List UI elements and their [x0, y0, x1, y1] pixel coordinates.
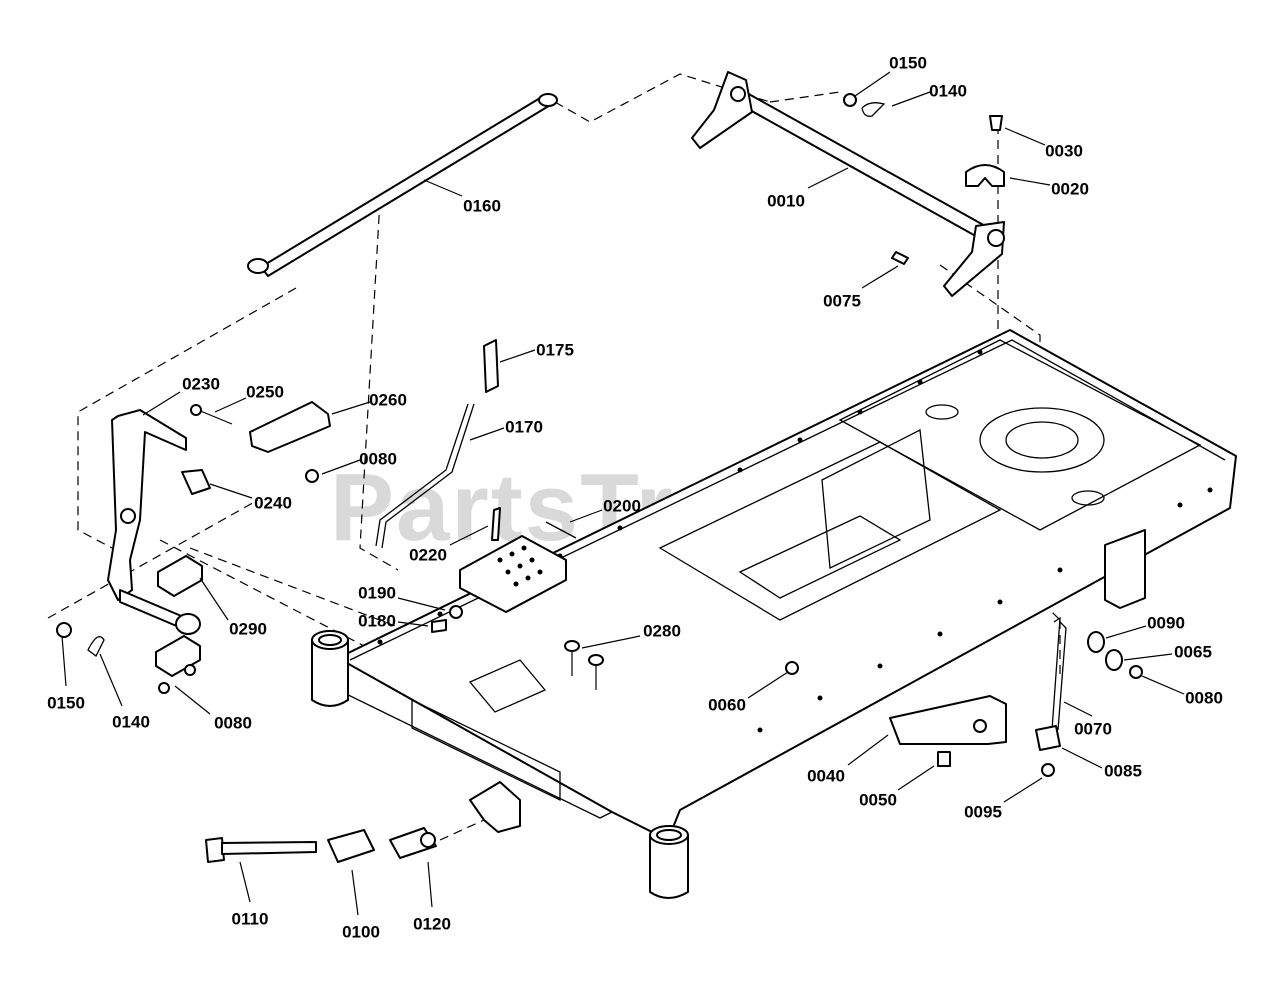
right-hardware: [1035, 616, 1143, 777]
callout-label-c0030: 0030: [1045, 141, 1083, 160]
callout-label-c0290: 0290: [229, 619, 267, 638]
callout-label-c0150b: 0150: [47, 693, 85, 712]
callout-leader-c0080a: [321, 459, 361, 475]
callout-label-c0230: 0230: [182, 374, 220, 393]
callout-label-c0065: 0065: [1174, 642, 1212, 661]
callout-leader-c0240: [209, 483, 253, 499]
lift-lever-0230: [107, 409, 211, 677]
callout-leader-c0220: [449, 525, 489, 546]
callout-leader-c0290: [199, 577, 229, 621]
callout-leader-c0150a: [854, 71, 891, 97]
callout-leader-c0110: [239, 861, 251, 903]
bolts-0280: [564, 640, 604, 690]
callout-leader-c0170: [469, 427, 505, 441]
callout-leader-c0050: [897, 765, 935, 791]
callout-label-c0080a: 0080: [359, 449, 397, 468]
callout-leader-c0040: [847, 734, 889, 766]
main-frame: [311, 329, 1237, 899]
lower-bracket-0040: [785, 661, 1007, 767]
callout-leader-c0160: [423, 179, 463, 197]
callout-leader-c0250: [214, 397, 247, 413]
callout-label-c0170: 0170: [505, 417, 543, 436]
callout-label-c0010: 0010: [767, 191, 805, 210]
callout-label-c0070: 0070: [1074, 719, 1112, 738]
callout-leader-c0090: [1105, 625, 1147, 639]
upper-hardware: [843, 93, 1005, 265]
callout-leader-c0060: [747, 671, 789, 699]
callout-leader-c0075: [861, 265, 899, 289]
callout-label-c0260: 0260: [369, 390, 407, 409]
callout-label-c0080c: 0080: [214, 713, 252, 732]
callout-label-c0160: 0160: [463, 196, 501, 215]
callout-leader-c0080b: [1141, 675, 1185, 695]
callout-label-c0140a: 0140: [929, 81, 967, 100]
callout-leader-c0095: [1003, 777, 1043, 803]
rockshaft-0010: [691, 71, 1005, 297]
callout-label-c0110: 0110: [232, 909, 269, 928]
callout-label-c0020: 0020: [1051, 179, 1089, 198]
callout-label-c0175: 0175: [536, 340, 574, 359]
callout-label-c0180: 0180: [358, 611, 396, 630]
shift-plate-assembly: [431, 507, 577, 633]
callout-label-c0060: 0060: [708, 695, 746, 714]
callout-leader-c0230: [142, 391, 181, 416]
callout-leader-c0065: [1123, 653, 1173, 661]
callout-label-c0200: 0200: [603, 496, 641, 515]
callout-label-c0280: 0280: [643, 621, 681, 640]
callout-leader-c0180: [397, 621, 429, 627]
callout-label-c0080b: 0080: [1185, 688, 1223, 707]
callout-leader-c0100: [351, 869, 359, 916]
callout-label-c0050: 0050: [859, 790, 897, 809]
callout-leader-c0085: [1061, 747, 1103, 769]
callout-leader-c0010: [807, 167, 849, 189]
callout-leader-c0150b: [61, 635, 67, 687]
callout-label-c0240: 0240: [254, 493, 292, 512]
callout-label-c0085: 0085: [1104, 761, 1142, 780]
callout-label-c0140b: 0140: [112, 712, 150, 731]
callout-leader-c0120: [427, 861, 433, 908]
callout-leader-c0175: [499, 349, 536, 363]
callout-leader-c0190: [397, 597, 446, 611]
callout-leader-c0200: [569, 509, 603, 523]
callout-label-c0220: 0220: [409, 545, 447, 564]
callout-label-c0095: 0095: [964, 802, 1002, 821]
callout-leader-c0020: [1009, 177, 1051, 186]
lower-left-hardware: [56, 622, 196, 694]
callout-leader-c0280: [581, 635, 641, 649]
callout-label-c0250: 0250: [246, 382, 284, 401]
bolt-assembly-0110: [205, 827, 437, 863]
callout-label-c0075: 0075: [823, 291, 861, 310]
callout-leader-c0140a: [891, 91, 931, 107]
callout-label-c0120: 0120: [413, 914, 451, 933]
callout-leader-c0140b: [99, 653, 123, 707]
callout-leader-c0260: [331, 401, 371, 415]
callout-label-c0190: 0190: [358, 583, 396, 602]
callout-label-c0040: 0040: [807, 766, 845, 785]
callout-leader-c0070: [1063, 701, 1093, 717]
rod-0160: [247, 93, 558, 277]
callout-label-c0100: 0100: [342, 922, 380, 941]
callout-leader-c0080c: [174, 685, 211, 715]
shift-rod-0170: [375, 339, 499, 549]
callout-leader-c0030: [1004, 127, 1046, 146]
callout-label-c0150a: 0150: [889, 53, 927, 72]
bracket-0260: [190, 401, 331, 483]
callout-label-c0090: 0090: [1147, 613, 1185, 632]
